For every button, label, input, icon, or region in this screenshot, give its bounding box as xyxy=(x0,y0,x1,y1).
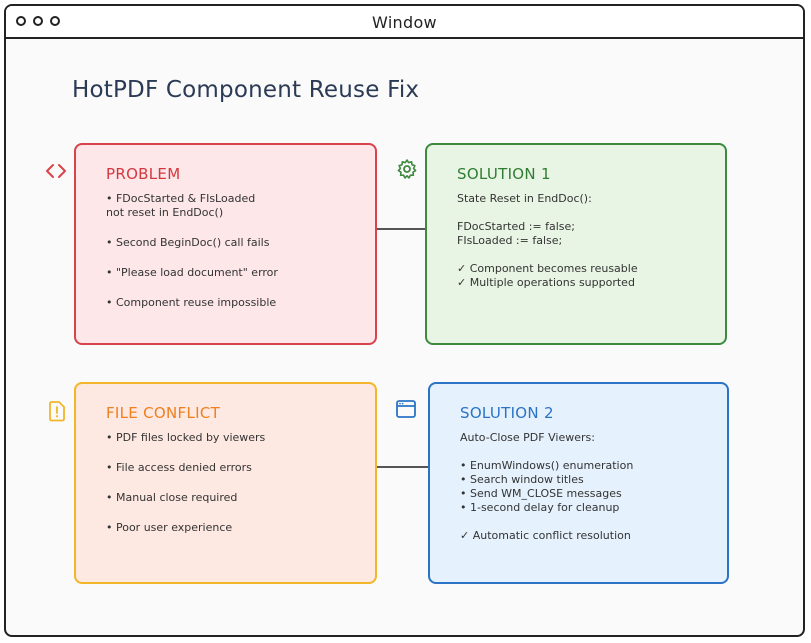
problem-item: • Second BeginDoc() call fails xyxy=(106,236,270,249)
problem-card: PROBLEM • FDocStarted & FIsLoaded not re… xyxy=(74,143,377,345)
solution-2-step: • 1-second delay for cleanup xyxy=(460,501,620,514)
solution-1-title: SOLUTION 1 xyxy=(457,165,551,183)
code-icon xyxy=(46,164,66,178)
solution-1-result: ✓ Multiple operations supported xyxy=(457,276,635,289)
connector-problem-solution1 xyxy=(376,228,426,230)
gear-icon xyxy=(397,159,417,179)
page-title: HotPDF Component Reuse Fix xyxy=(72,77,420,103)
problem-title: PROBLEM xyxy=(106,165,181,183)
solution-2-result: ✓ Automatic conflict resolution xyxy=(460,529,631,542)
solution-2-step: • Send WM_CLOSE messages xyxy=(460,487,622,500)
solution-2-title: SOLUTION 2 xyxy=(460,404,554,422)
solution-2-card: SOLUTION 2 Auto-Close PDF Viewers: • Enu… xyxy=(428,382,729,584)
solution-1-code-line: FDocStarted := false; xyxy=(457,220,575,233)
file-conflict-item: • Manual close required xyxy=(106,491,238,504)
problem-item: • Component reuse impossible xyxy=(106,296,277,309)
file-conflict-list: • PDF files locked by viewers • File acce… xyxy=(106,431,366,551)
solution-2-step: • EnumWindows() enumeration xyxy=(460,459,634,472)
file-conflict-title: FILE CONFLICT xyxy=(106,404,221,422)
solution-1-card: SOLUTION 1 State Reset in EndDoc(): FDoc… xyxy=(425,143,727,345)
file-conflict-item: • PDF files locked by viewers xyxy=(106,431,266,444)
solution-1-result: ✓ Component becomes reusable xyxy=(457,262,638,275)
solution-2-body: Auto-Close PDF Viewers: • EnumWindows() … xyxy=(460,431,720,543)
window-icon xyxy=(396,400,416,418)
problem-list: • FDocStarted & FIsLoaded not reset in E… xyxy=(106,192,366,326)
problem-item: • FDocStarted & FIsLoaded not reset in E… xyxy=(106,192,256,219)
warning-file-icon xyxy=(49,401,65,422)
problem-item: • "Please load document" error xyxy=(106,266,278,279)
file-conflict-card: FILE CONFLICT • PDF files locked by view… xyxy=(74,382,377,584)
window-control-dot-3[interactable] xyxy=(50,16,60,26)
solution-1-subtitle: State Reset in EndDoc(): xyxy=(457,192,592,205)
solution-2-subtitle: Auto-Close PDF Viewers: xyxy=(460,431,595,444)
title-bar: Window xyxy=(6,6,803,39)
file-conflict-item: • File access denied errors xyxy=(106,461,252,474)
connector-conflict-solution2 xyxy=(376,466,430,468)
solution-1-code-line: FIsLoaded := false; xyxy=(457,234,563,247)
window-control-dot-1[interactable] xyxy=(16,16,26,26)
solution-2-step: • Search window titles xyxy=(460,473,584,486)
file-conflict-item: • Poor user experience xyxy=(106,521,233,534)
window-title: Window xyxy=(372,13,437,32)
window-control-dot-2[interactable] xyxy=(33,16,43,26)
solution-1-body: State Reset in EndDoc(): FDocStarted := … xyxy=(457,192,717,290)
